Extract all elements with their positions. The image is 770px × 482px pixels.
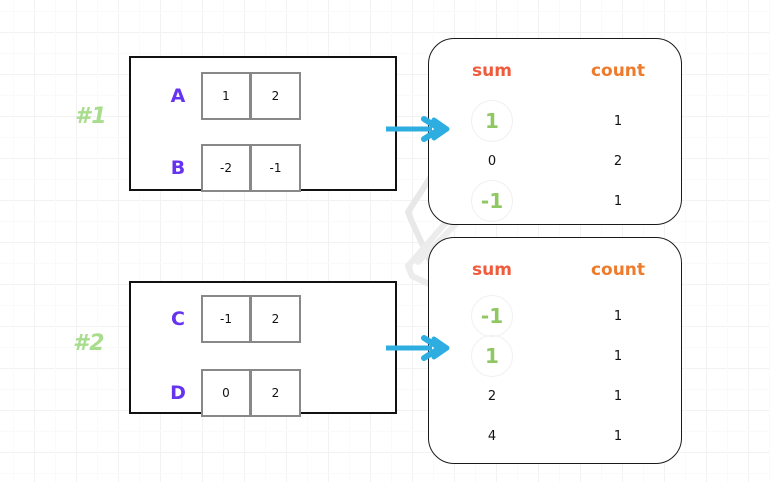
source-row-D-name: D — [170, 382, 186, 404]
sum-value-2-2: 2 — [487, 388, 497, 404]
aggregate-table-1-rows: 1 1 0 2 -1 1 — [429, 100, 681, 222]
source-row-B-name: B — [170, 157, 186, 179]
source-cell-C-0: -1 — [201, 295, 251, 343]
source-row-A-name: A — [170, 85, 186, 107]
aggregate-table-2-header: sum count — [429, 260, 681, 280]
header-sum-2: sum — [472, 260, 512, 280]
count-value-2-2: 1 — [613, 388, 623, 404]
aggregate-table-1-header: sum count — [429, 61, 681, 81]
count-value-1-1: 2 — [613, 153, 623, 169]
sum-value-1-2: -1 — [429, 180, 555, 222]
table-row: 2 1 — [429, 376, 681, 416]
source-row-C-name: C — [171, 308, 185, 330]
arrow-group-2-to-table-2 — [386, 335, 450, 361]
source-cell-A-1: 2 — [251, 72, 301, 120]
count-value-1-0: 1 — [613, 113, 623, 129]
source-row-A: A 1 2 — [155, 72, 301, 120]
aggregate-table-1: sum count 1 1 0 2 -1 1 — [428, 38, 682, 225]
sum-value-1-0: 1 — [429, 100, 555, 142]
source-row-B: B -2 -1 — [155, 144, 301, 192]
source-row-D-cells: 0 2 — [201, 369, 301, 417]
header-count-1: count — [590, 61, 646, 81]
count-value-2-0: 1 — [613, 308, 623, 324]
source-cell-D-1: 2 — [251, 369, 301, 417]
table-row: -1 1 — [429, 180, 681, 222]
table-row: 0 2 — [429, 141, 681, 181]
sum-value-2-1: 1 — [429, 335, 555, 377]
count-value-1-2: 1 — [613, 193, 623, 209]
arrow-group-1-to-table-1 — [386, 116, 450, 142]
aggregate-table-2: sum count -1 1 1 1 2 1 4 1 — [428, 237, 682, 464]
header-count-2: count — [590, 260, 646, 280]
group-label-1: #1 — [75, 104, 108, 129]
source-row-D: D 0 2 — [155, 369, 301, 417]
source-cell-A-0: 1 — [201, 72, 251, 120]
source-cell-B-0: -2 — [201, 144, 251, 192]
group-label-2: #2 — [73, 331, 106, 356]
source-row-C: C -1 2 — [155, 295, 301, 343]
table-row: 4 1 — [429, 416, 681, 456]
source-cell-B-1: -1 — [251, 144, 301, 192]
sum-value-2-3: 4 — [487, 428, 497, 444]
sum-value-1-1: 0 — [487, 153, 497, 169]
count-value-2-1: 1 — [613, 348, 623, 364]
source-row-A-cells: 1 2 — [201, 72, 301, 120]
source-box-group-1: A 1 2 B -2 -1 — [129, 56, 397, 192]
table-row: 1 1 — [429, 100, 681, 142]
source-cell-C-1: 2 — [251, 295, 301, 343]
count-value-2-3: 1 — [613, 428, 623, 444]
header-sum-1: sum — [472, 61, 512, 81]
source-row-C-cells: -1 2 — [201, 295, 301, 343]
aggregate-table-2-rows: -1 1 1 1 2 1 4 1 — [429, 295, 681, 456]
source-row-B-cells: -2 -1 — [201, 144, 301, 192]
table-row: 1 1 — [429, 335, 681, 377]
source-cell-D-0: 0 — [201, 369, 251, 417]
